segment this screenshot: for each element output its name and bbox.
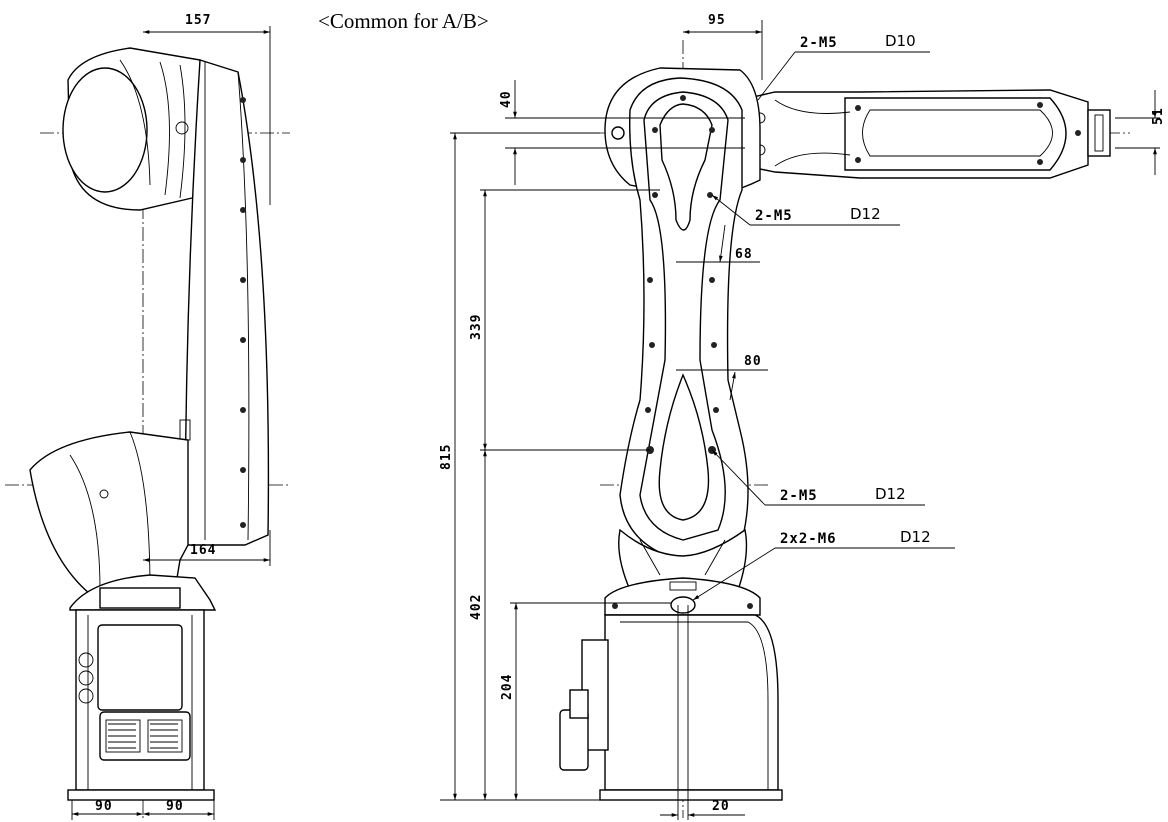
drawing-title: <Common for A/B>: [318, 9, 489, 33]
dim-front-arm-length: 339: [469, 314, 484, 340]
dim-front-upper-height: 40: [499, 90, 514, 108]
side-view: 157 164 90 90: [5, 13, 290, 820]
side-dimensions: 157 164 90 90: [71, 13, 271, 820]
side-base: [67, 609, 215, 801]
callout-depth-2: D12: [850, 205, 881, 223]
front-view: 95 40 51 815 339 402: [439, 13, 1166, 820]
side-lower-joint: [29, 431, 189, 599]
side-shoulder-cap: [69, 574, 217, 611]
callout-thread-3: 2-M5: [780, 488, 818, 504]
side-upper-joint: [62, 47, 206, 211]
dim-side-base-right: 90: [166, 799, 184, 814]
dim-front-total-height: 815: [439, 444, 454, 470]
front-arm-link: [619, 77, 749, 561]
callout-thread-1: 2-M5: [800, 35, 838, 51]
dim-front-tool-height: 51: [1151, 107, 1166, 125]
dim-front-arm-width-lower: 80: [744, 354, 762, 369]
callout-depth-4: D12: [900, 528, 931, 546]
front-callouts: 2-M5 D10 2-M5 D12 2-M5 D12 2x2-M6 D12: [692, 32, 955, 601]
front-base: [559, 614, 783, 801]
front-shoulder: [604, 528, 761, 616]
callout-thread-2: 2-M5: [755, 208, 793, 224]
dim-side-mid-width: 164: [190, 543, 216, 558]
dim-side-top-width: 157: [185, 13, 211, 28]
callout-thread-4: 2x2-M6: [780, 531, 837, 547]
dim-front-base-offset: 20: [712, 799, 730, 814]
dim-front-base-height: 402: [469, 594, 484, 620]
callout-depth-3: D12: [875, 485, 906, 503]
front-forearm: [739, 89, 1111, 179]
dim-front-base-lower: 204: [500, 674, 515, 700]
dim-side-base-left: 90: [95, 799, 113, 814]
dim-front-arm-width-upper: 68: [735, 247, 753, 262]
front-dimensions: 95 40 51 815 339 402: [439, 13, 1166, 820]
callout-depth-1: D10: [885, 32, 916, 50]
dim-front-top-offset: 95: [708, 13, 726, 28]
